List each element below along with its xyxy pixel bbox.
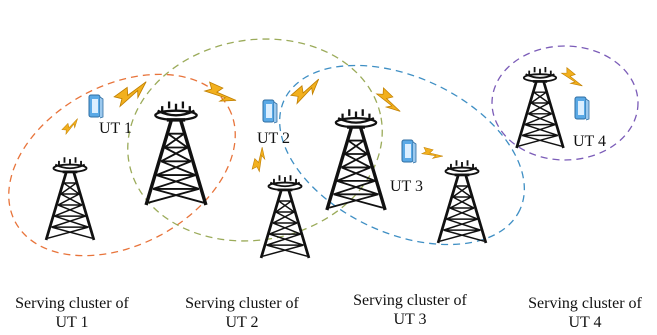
lightning-icon — [112, 80, 152, 108]
caption-line: Serving cluster of — [528, 295, 642, 312]
cluster-ut3-outline — [279, 64, 525, 246]
device-ut1-icon — [88, 94, 104, 119]
ut3-label: UT 3 — [390, 178, 423, 195]
cluster-ut2-outline — [127, 38, 383, 242]
ut4-label: UT 4 — [573, 133, 606, 150]
tower-3 — [259, 173, 311, 260]
device-ut4-icon — [574, 96, 590, 121]
lightning-icon — [288, 77, 325, 105]
caption-line: UT 2 — [225, 314, 259, 331]
caption-line: Serving cluster of — [353, 292, 467, 309]
lightning-icon — [249, 146, 271, 174]
tower-5 — [436, 158, 488, 245]
lightning-icon — [60, 117, 82, 136]
ut2-label: UT 2 — [257, 130, 290, 147]
caption-line: UT 1 — [55, 314, 89, 331]
lightning-icon — [420, 144, 444, 164]
device-ut3-icon — [401, 139, 417, 164]
tower-6 — [515, 65, 565, 150]
caption-line: Serving cluster of — [185, 295, 299, 312]
caption-cluster-ut2: Serving cluster of UT 2 — [162, 294, 322, 332]
caption-cluster-ut3: Serving cluster of UT 3 — [330, 291, 490, 329]
caption-cluster-ut1: Serving cluster of UT 1 — [0, 294, 152, 332]
caption-line: UT 4 — [568, 314, 602, 331]
tower-1 — [44, 155, 96, 242]
device-ut2-icon — [262, 99, 278, 124]
ut1-label: UT 1 — [99, 120, 132, 137]
caption-cluster-ut4: Serving cluster of UT 4 — [505, 294, 657, 332]
cluster-ut1-outline — [8, 73, 236, 257]
lightning-icon — [202, 78, 238, 111]
tower-4 — [325, 107, 387, 212]
caption-line: UT 3 — [393, 311, 427, 328]
tower-2 — [144, 99, 208, 207]
lightning-icon — [560, 65, 584, 92]
cluster-ut4-outline — [491, 45, 639, 161]
caption-line: Serving cluster of — [15, 295, 129, 312]
